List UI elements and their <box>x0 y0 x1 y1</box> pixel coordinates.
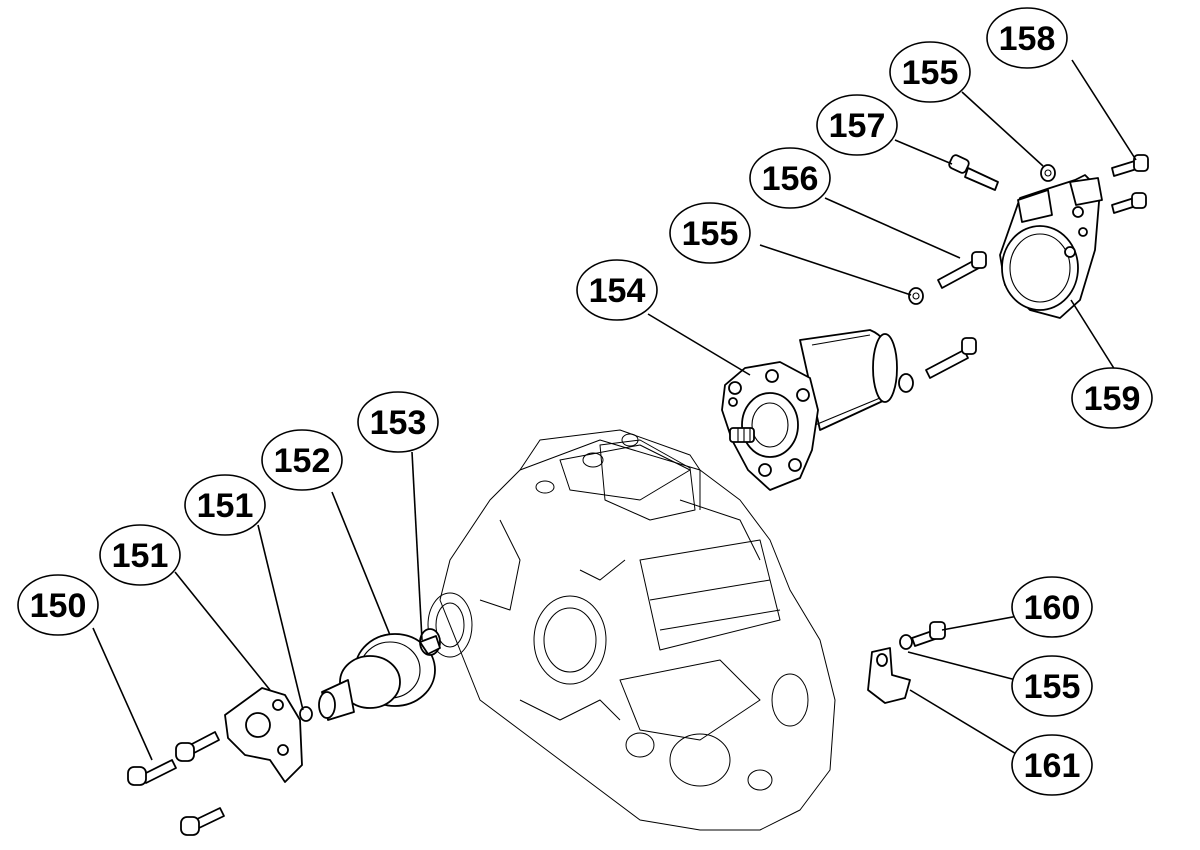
svg-text:154: 154 <box>589 272 646 310</box>
starter-motor <box>721 329 898 491</box>
callout-157: 157 <box>816 94 898 156</box>
washer-155-top <box>1040 164 1056 182</box>
svg-text:161: 161 <box>1024 747 1081 785</box>
o-ring-151 <box>299 706 313 722</box>
callout-160: 160 <box>1011 576 1093 638</box>
callout-155-top: 155 <box>889 41 971 103</box>
svg-text:157: 157 <box>829 107 886 145</box>
callout-151-upper: 151 <box>184 474 266 536</box>
svg-text:151: 151 <box>197 487 254 525</box>
callout-154: 154 <box>576 259 658 321</box>
bolt-156 <box>937 251 987 289</box>
clamp-161 <box>867 647 911 704</box>
bolt-157 <box>948 154 999 191</box>
svg-text:156: 156 <box>762 160 819 198</box>
callout-161: 161 <box>1011 734 1093 796</box>
callout-158: 158 <box>986 7 1068 69</box>
svg-text:160: 160 <box>1024 589 1081 627</box>
callout-155-lower: 155 <box>1011 655 1093 717</box>
washer-155-mid <box>908 287 924 305</box>
bolt-158 <box>1111 154 1149 214</box>
bolt-150 <box>127 731 225 836</box>
bushing-153 <box>419 628 441 656</box>
svg-text:152: 152 <box>274 442 331 480</box>
callout-153: 153 <box>357 391 439 453</box>
cover-plate-151 <box>224 687 303 783</box>
crankcase-block <box>427 429 836 831</box>
callout-bubbles: 150 151 151 152 153 154 155 156 <box>17 7 1153 796</box>
callout-155-mid: 155 <box>669 202 751 264</box>
svg-text:158: 158 <box>999 20 1056 58</box>
svg-text:155: 155 <box>1024 668 1081 706</box>
callout-151-lower: 151 <box>99 524 181 586</box>
bolt-160 <box>899 621 946 650</box>
callout-152: 152 <box>261 429 343 491</box>
svg-text:159: 159 <box>1084 380 1141 418</box>
svg-text:150: 150 <box>30 587 87 625</box>
callout-159: 159 <box>1071 367 1153 429</box>
svg-text:155: 155 <box>682 215 739 253</box>
svg-text:151: 151 <box>112 537 169 575</box>
callout-150: 150 <box>17 574 99 636</box>
svg-text:155: 155 <box>902 54 959 92</box>
leader-lines <box>92 59 1137 761</box>
bolt-lower-motor <box>898 337 977 393</box>
callout-156: 156 <box>749 147 831 209</box>
bracket <box>999 174 1103 319</box>
svg-text:153: 153 <box>370 404 427 442</box>
starter-gear-152 <box>318 633 436 721</box>
